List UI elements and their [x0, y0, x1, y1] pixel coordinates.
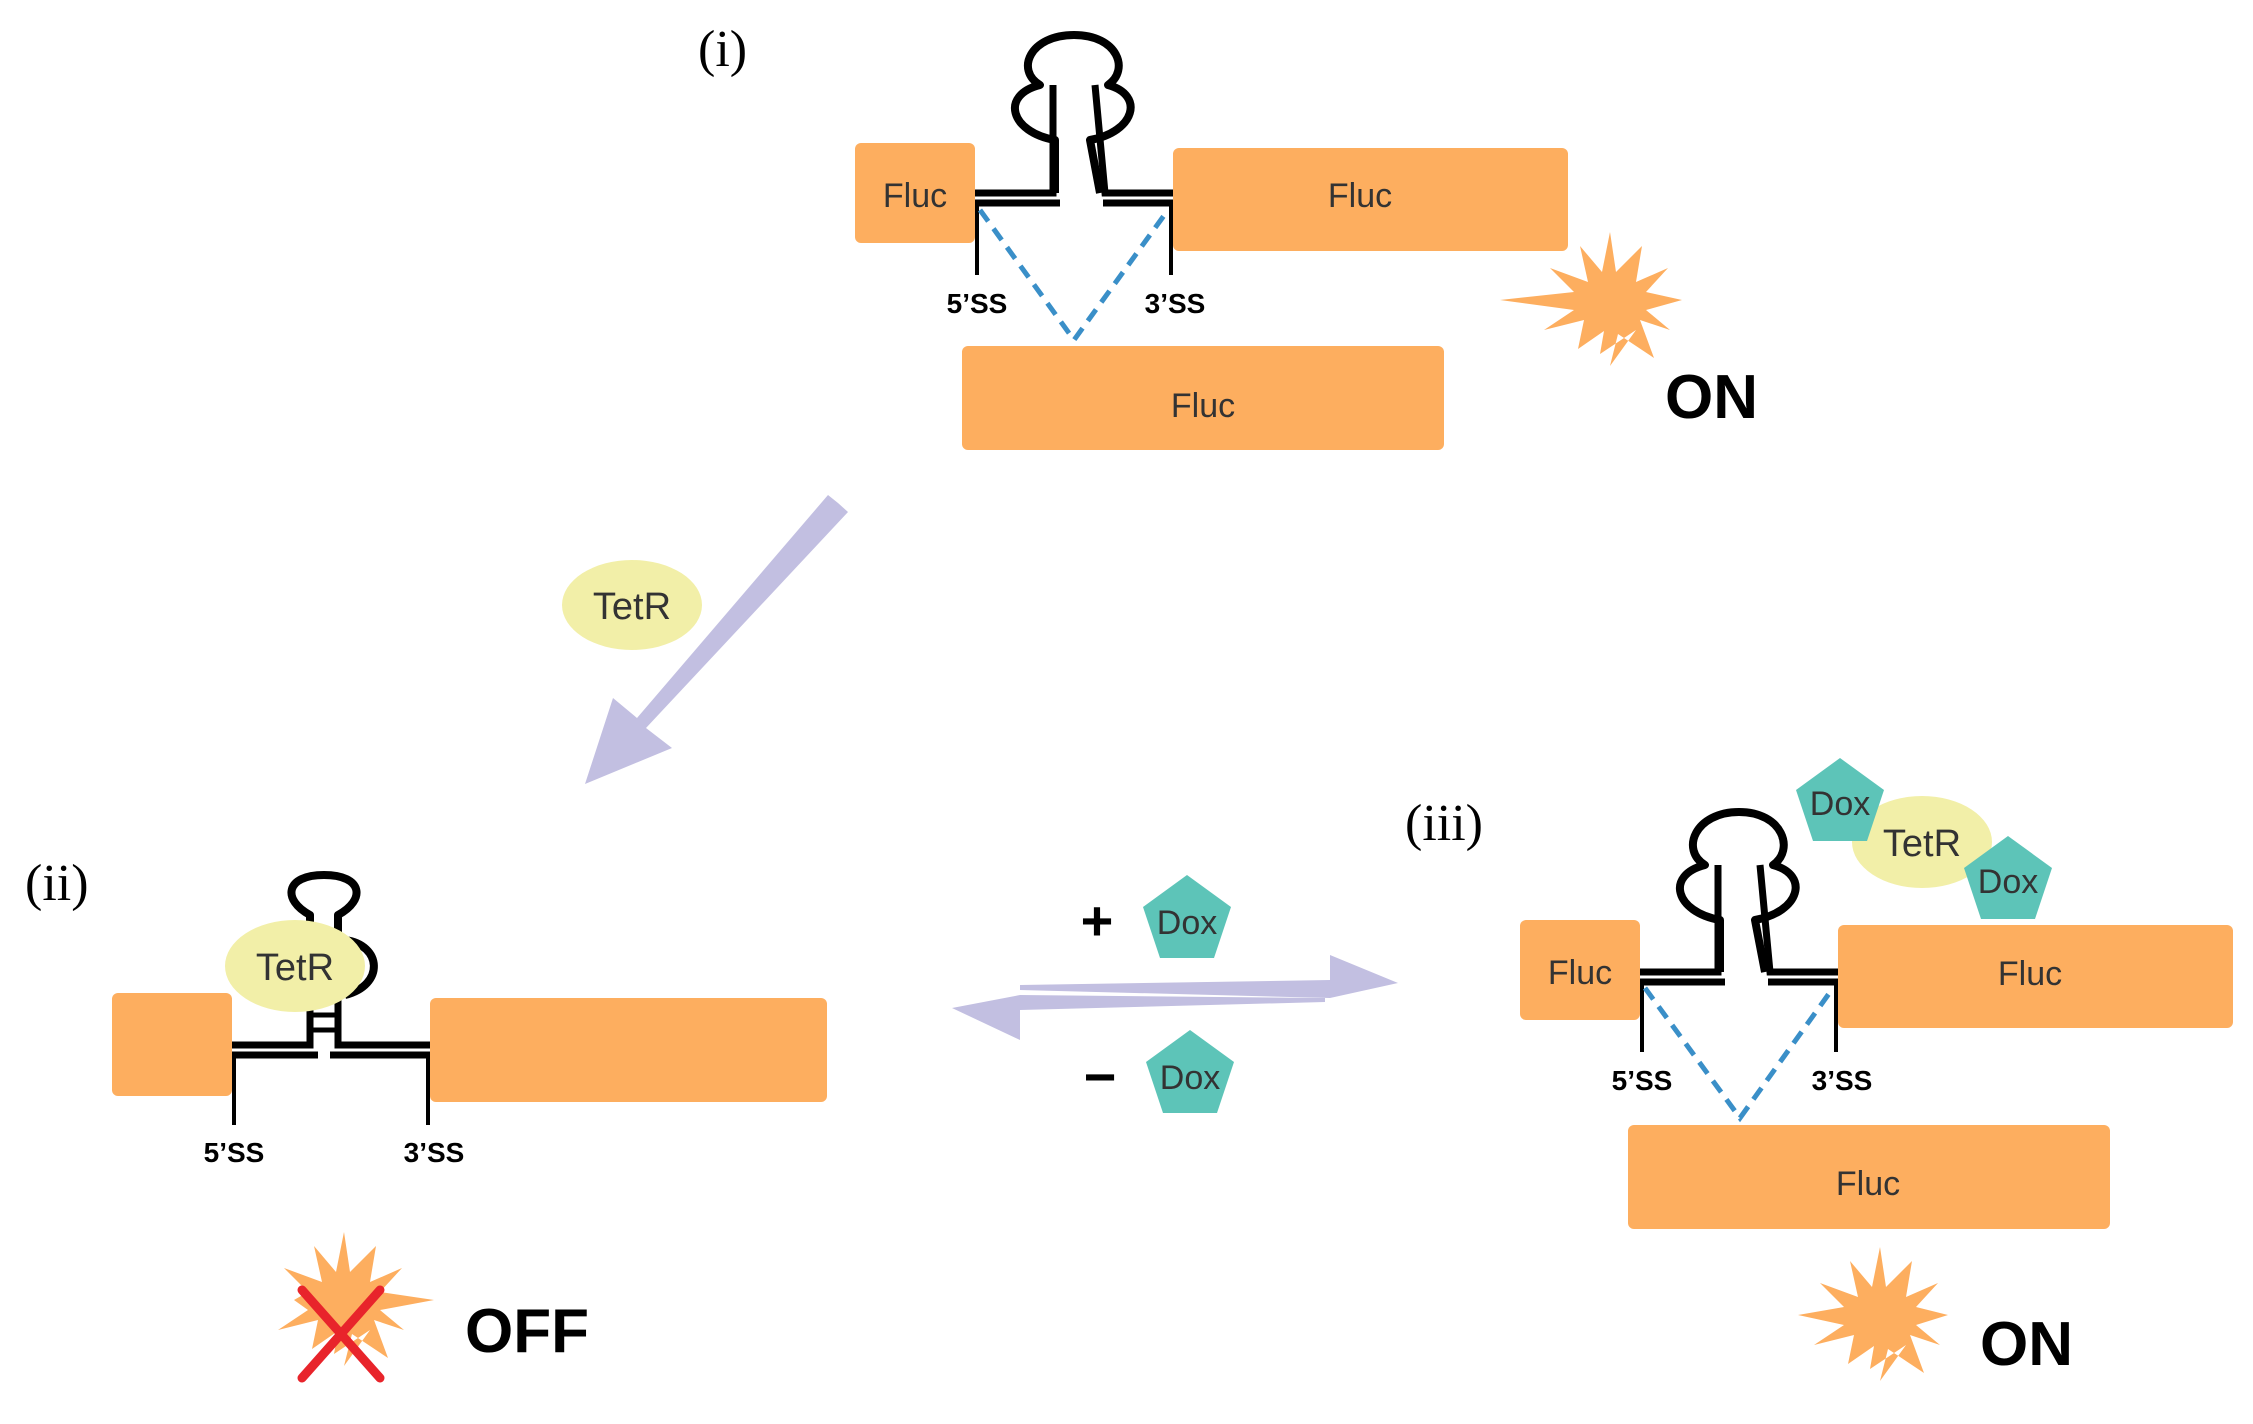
aptamer-loop-ii [343, 936, 378, 999]
dox-pentagon-b-iii [1964, 836, 2052, 919]
exon-left-iii [1520, 920, 1640, 1020]
intron-line-i [975, 84, 1173, 207]
exon-right-i [1173, 148, 1568, 251]
tetr-protein-transition [562, 560, 702, 650]
spliced-exon-i [962, 346, 1444, 450]
panel-iii: (iii) Fluc Fluc 5’SS 3’SS Fluc TetR Dox … [1405, 758, 2233, 1381]
arrow-down-left [585, 495, 848, 784]
spliced-exon-iii [1628, 1125, 2110, 1229]
spliced-label-i: Fluc [1171, 387, 1235, 425]
dox-minus-pentagon [1146, 1030, 1234, 1113]
panel-i-label: (i) [698, 21, 747, 78]
splice-junction-iii [1642, 986, 1836, 1123]
aptamer-hairpin-iii [1675, 808, 1800, 973]
tetr-label-iii: TetR [1883, 823, 1961, 865]
ss3-label-i: 3’SS [1145, 288, 1206, 319]
exon-right-label-i: Fluc [1328, 177, 1392, 215]
ss5-label-iii: 5’SS [1612, 1065, 1673, 1096]
panel-i: (i) Fluc Fluc 5’SS 3’SS Fluc ON [698, 21, 1758, 450]
equilibrium-arrows: + Dox − Dox [952, 875, 1398, 1113]
state-on-iii: ON [1980, 1310, 2073, 1379]
luminescence-burst-icon-iii [1798, 1247, 1948, 1381]
ss3-label-iii: 3’SS [1812, 1065, 1873, 1096]
minus-sign: − [1084, 1045, 1117, 1108]
plus-sign: + [1081, 889, 1114, 952]
intron-line-iii [1640, 864, 1838, 986]
dox-label-b-iii: Dox [1978, 863, 2038, 901]
aptamer-hairpin-ii [287, 871, 361, 960]
splice-junction-i [977, 208, 1171, 345]
luminescence-burst-icon-i [1500, 232, 1682, 366]
dox-minus-label: Dox [1160, 1059, 1220, 1097]
exon-right-ii [430, 998, 827, 1102]
tetr-protein-ii [225, 920, 365, 1012]
panel-iii-label: (iii) [1405, 795, 1483, 852]
intron-line-ii [232, 960, 430, 1059]
arrow-reverse [952, 995, 1325, 1040]
spliced-label-iii: Fluc [1836, 1165, 1900, 1203]
ss3-label-ii: 3’SS [404, 1137, 465, 1168]
off-cross-icon [297, 1285, 385, 1383]
exon-left-ii [112, 993, 232, 1096]
tetr-label-transition: TetR [593, 586, 671, 628]
tetr-protein-iii [1852, 796, 1992, 888]
dox-label-a-iii: Dox [1810, 785, 1870, 823]
state-on-i: ON [1665, 363, 1758, 432]
exon-left-i [855, 143, 975, 243]
tetr-label-ii: TetR [256, 947, 334, 989]
aptamer-hairpin-i [1010, 31, 1135, 194]
state-off-ii: OFF [465, 1297, 589, 1366]
exon-left-label-iii: Fluc [1548, 954, 1612, 992]
ss5-label-ii: 5’SS [204, 1137, 265, 1168]
arrow-forward [1020, 955, 1398, 998]
ss5-label-i: 5’SS [947, 288, 1008, 319]
panel-ii: (ii) TetR 5’SS 3’SS OFF [25, 855, 827, 1383]
dox-plus-label: Dox [1157, 904, 1217, 942]
exon-right-iii [1838, 925, 2233, 1028]
luminescence-burst-icon-ii [278, 1232, 434, 1366]
dox-pentagon-a-iii [1796, 758, 1884, 841]
transition-tetr: TetR [562, 495, 848, 784]
dox-plus-pentagon [1143, 875, 1231, 958]
exon-right-label-iii: Fluc [1998, 955, 2062, 993]
panel-ii-label: (ii) [25, 855, 89, 912]
exon-left-label-i: Fluc [883, 177, 947, 215]
